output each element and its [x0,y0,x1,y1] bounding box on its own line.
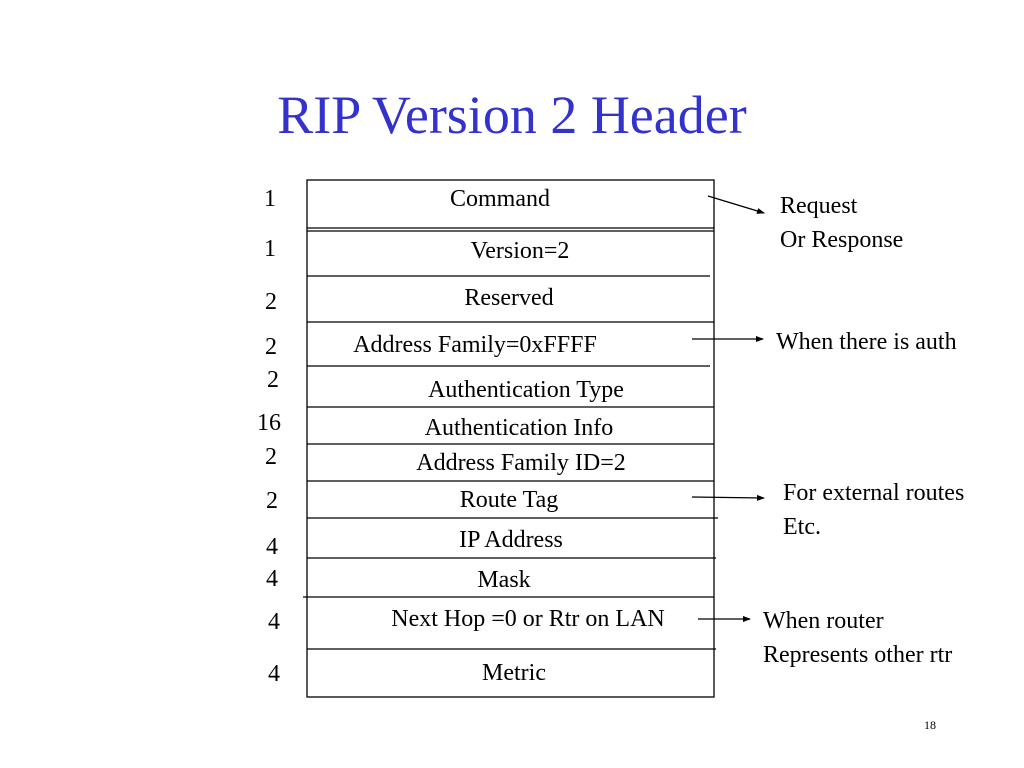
page-number: 18 [924,718,936,732]
annotation-route-tag: For external routes Etc. [783,476,964,544]
annotation-command: Request Or Response [780,189,903,257]
field-name: IP Address [459,527,563,553]
field-size: 2 [265,334,277,360]
field-name: Reserved [464,285,554,311]
annotation-line: For external routes [783,480,965,506]
field-name: Authentication Type [428,377,624,403]
field-size: 2 [265,444,277,470]
annotation-line: When there is auth [776,329,957,355]
field-name: Route Tag [459,487,559,513]
annotation-auth: When there is auth [776,325,957,359]
field-size: 4 [266,534,278,560]
annotation-line: Represents other rtr [763,642,953,668]
annotation-line: Or Response [780,227,904,253]
field-name: Command [450,186,550,212]
field-name: Address Family ID=2 [416,450,626,476]
header-outline [306,179,715,698]
field-name: Mask [477,567,531,593]
annotation-line: Etc. [783,514,821,540]
field-size: 2 [266,488,278,514]
field-name: Next Hop =0 or Rtr on LAN [391,606,665,632]
field-size: 16 [257,410,281,436]
field-name: Address Family=0xFFFF [353,332,597,358]
annotation-next-hop: When router Represents other rtr [763,604,952,672]
field-name: Version=2 [470,238,570,264]
field-name: Metric [482,660,546,686]
field-size: 1 [264,236,276,262]
field-size: 4 [268,661,280,687]
field-size: 2 [265,289,277,315]
arrow-command [707,195,765,214]
field-size: 1 [264,186,276,212]
annotation-line: When router [763,608,884,634]
field-size: 4 [268,609,280,635]
annotation-line: Request [780,193,858,219]
field-name: Authentication Info [424,415,614,441]
field-size: 4 [266,566,278,592]
slide-title: RIP Version 2 Header [277,85,747,145]
field-size: 2 [267,367,279,393]
arrow-route-tag [691,494,765,501]
